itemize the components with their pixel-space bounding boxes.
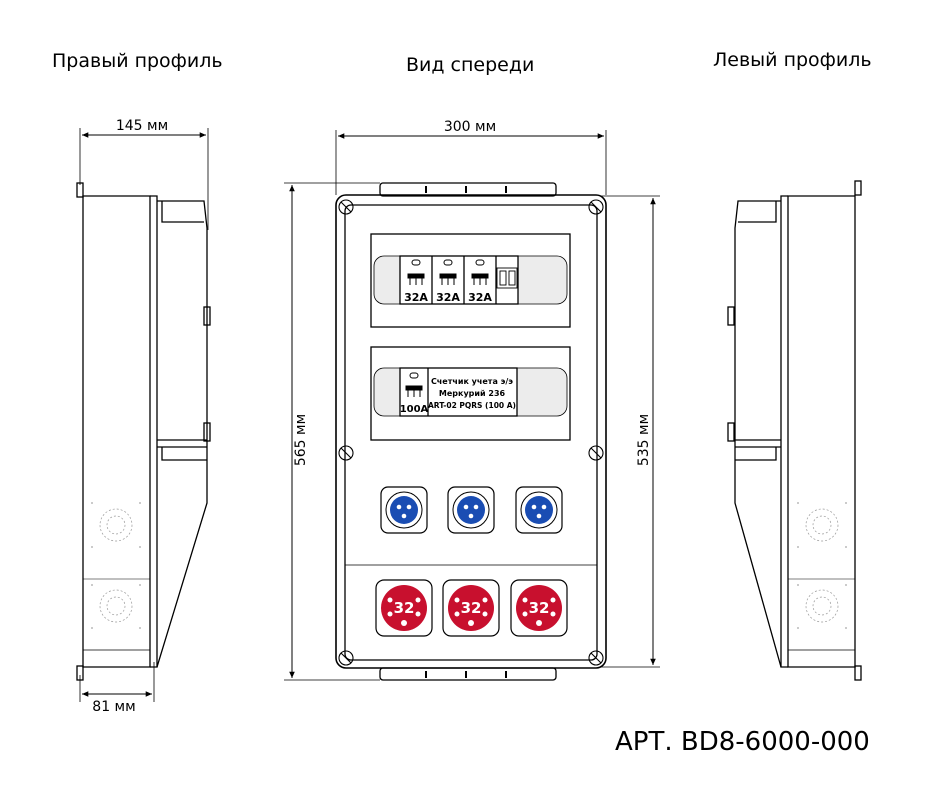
main-breaker [405,372,423,397]
left-profile-drawing [727,180,862,681]
red-socket-2-rating: 32 [461,599,482,617]
meter-line-2: Меркурий 236 [439,389,506,398]
red-socket [510,579,568,637]
meter-line-1: Счетчик учета э/э [431,377,513,386]
front-view-title: Вид спереди [406,54,535,76]
front-view-drawing [284,130,660,681]
upper-breakers [407,259,489,285]
blue-socket [380,486,428,534]
meter-line-3: ART-02 PQRS (100 A) [428,401,516,410]
red-socket [442,579,500,637]
dimension-depth-top: 145 мм [116,118,168,134]
right-profile-drawing [76,128,211,702]
red-socket-1-rating: 32 [394,599,415,617]
dimension-width: 300 мм [444,119,496,135]
main-breaker-label: 100A [400,404,429,415]
blue-socket [447,486,495,534]
breaker-1-label: 32A [404,291,428,304]
dimension-depth-bottom: 81 мм [92,699,135,715]
breaker-3-label: 32A [468,291,492,304]
dimension-height-body: 535 мм [636,414,652,466]
right-profile-title: Правый профиль [52,50,223,72]
left-profile-title: Левый профиль [713,49,872,71]
red-socket-3-rating: 32 [529,599,550,617]
blue-sockets [380,486,563,534]
breaker-2-label: 32A [436,291,460,304]
article-number: АРТ. BD8-6000-000 [615,727,870,757]
dimension-height-total: 565 мм [293,414,309,466]
red-socket [375,579,433,637]
red-sockets [375,579,568,637]
blue-socket [515,486,563,534]
